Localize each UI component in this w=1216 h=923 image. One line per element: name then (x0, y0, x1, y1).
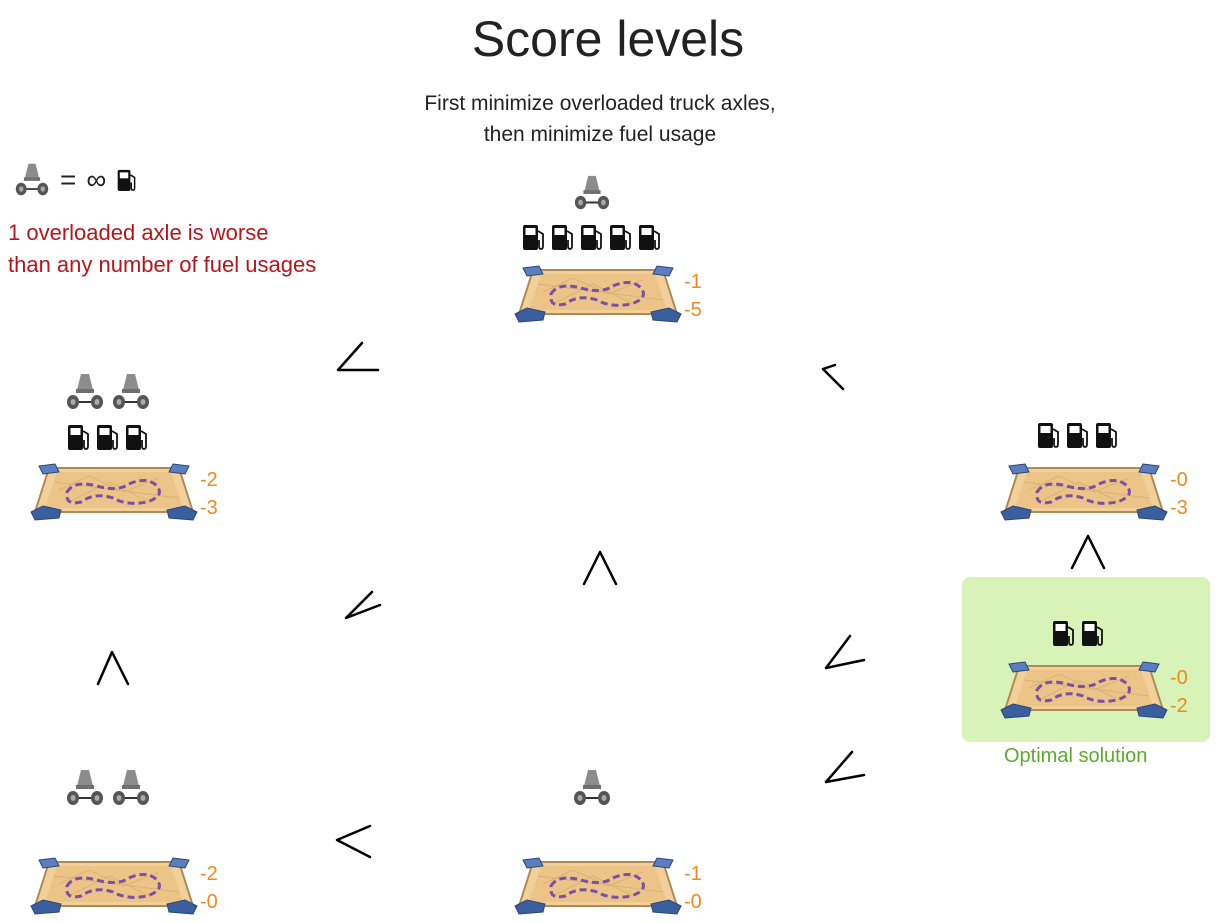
less-than-operator (336, 341, 380, 372)
score-soft: -3 (1170, 497, 1188, 519)
solution-node-top: -1 -5 (512, 174, 712, 326)
less-than-operator (335, 824, 372, 859)
less-than-operator (344, 590, 382, 620)
subtitle: First minimize overloaded truck axles, t… (0, 88, 1200, 150)
and-operator (96, 650, 130, 686)
less-than-operator (824, 634, 866, 670)
score-hard: -2 (200, 469, 218, 491)
optimal-solution-label: Optimal solution (1004, 745, 1148, 767)
less-than-operator (824, 750, 866, 784)
solution-node-optimal: -0 -2 (998, 618, 1198, 722)
score-soft: -0 (200, 891, 218, 913)
infinity-sign: ∞ (86, 164, 107, 195)
score-soft: -5 (684, 299, 702, 321)
page-title: Score levels (471, 11, 745, 67)
score-hard: -1 (684, 863, 702, 885)
subtitle-line-2: then minimize fuel usage (483, 123, 717, 146)
solution-node-bottom-left: -2 -0 (28, 768, 228, 918)
and-operator (582, 550, 618, 586)
legend-note: 1 overloaded axle is worse than any numb… (8, 217, 316, 281)
solution-node-bottom-mid: -1 -0 (512, 768, 712, 918)
solution-node-right: -0 -3 (998, 420, 1198, 524)
score-soft: -0 (684, 891, 702, 913)
greater-than-operator (821, 363, 845, 391)
score-hard: -0 (1170, 469, 1188, 491)
score-hard: -0 (1170, 667, 1188, 689)
legend-note-line-2: than any number of fuel usages (8, 252, 317, 277)
equals-sign: = (60, 164, 77, 195)
legend-equation: = ∞ (14, 160, 138, 200)
legend-note-line-1: 1 overloaded axle is worse (8, 220, 269, 245)
score-hard: -2 (200, 863, 218, 885)
and-operator (1070, 534, 1106, 570)
score-hard: -1 (684, 271, 702, 293)
solution-node-left: -2 -3 (28, 372, 228, 524)
score-soft: -3 (200, 497, 218, 519)
score-soft: -2 (1170, 695, 1188, 717)
subtitle-line-1: First minimize overloaded truck axles, (424, 92, 776, 115)
